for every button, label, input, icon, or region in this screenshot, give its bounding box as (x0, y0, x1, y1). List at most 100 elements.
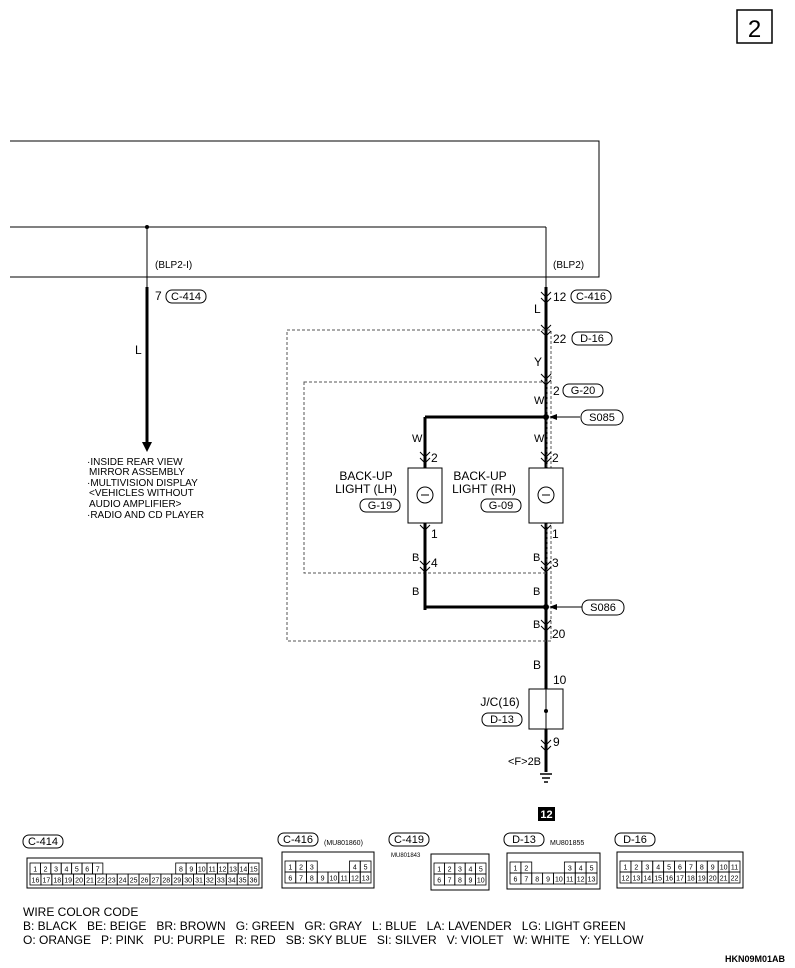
s085-tag-box (580, 409, 624, 426)
c414-cavity (247, 873, 260, 886)
dest-line6: ·RADIO AND CD PLAYER (87, 510, 204, 521)
d16-cavity-label: 7 (689, 865, 693, 872)
c416-cavity-label: 2 (299, 865, 303, 872)
dest-line2: MIRROR ASSEMBLY (89, 467, 185, 478)
c414-cavity-label: 2 (44, 867, 48, 874)
c414-cavity-label: 3 (54, 867, 58, 874)
dashed-harness-box-outer (286, 329, 552, 642)
d16-cavity-label: 20 (709, 876, 717, 883)
d13-tag-box (481, 712, 523, 727)
g09-tag-box (480, 498, 522, 513)
wire-color-b-rh2: B (533, 586, 540, 598)
wire-color-b-main1: B (533, 619, 540, 631)
s086-tag: S086 (590, 602, 616, 614)
c416-cavity-label: 3 (310, 865, 314, 872)
d16-cavity-label: 5 (667, 865, 671, 872)
c414-tag-box (165, 289, 207, 304)
c416-cavity (359, 871, 372, 884)
c416-tag-box (570, 289, 612, 304)
lh-bulb-icon (416, 486, 434, 504)
c414-cavity-label: 12 (219, 867, 227, 874)
page-number: 2 (748, 16, 761, 43)
c414-cavity-label: 23 (108, 878, 116, 885)
c416-view-tag: C-416 (283, 834, 313, 846)
c419-cavity (475, 873, 487, 886)
d16-cavity-label: 19 (698, 876, 706, 883)
c414-cavity-label: 5 (75, 867, 79, 874)
s085-dot (543, 414, 549, 420)
c414-cavity-label: 18 (53, 878, 61, 885)
wire-color-y: Y (534, 355, 542, 369)
d16-face (616, 851, 744, 889)
g20-tag: G-20 (571, 385, 595, 397)
c414-cavity-label: 26 (141, 878, 149, 885)
c414-cavity-label: 17 (42, 878, 50, 885)
c414-view-tag-box (22, 834, 64, 849)
left-circuit-label: (BLP2-I) (155, 260, 192, 271)
d16-pin: 22 (553, 332, 567, 346)
c414-cavity-label: 13 (229, 867, 237, 874)
c419-cavity-label: 9 (468, 878, 472, 885)
c419-cavity-label: 8 (458, 878, 462, 885)
s086-arrow (549, 604, 557, 610)
c416-cavity-label: 5 (364, 865, 368, 872)
rh-pin-j: 3 (552, 556, 559, 570)
c416-pin: 12 (553, 290, 567, 304)
s086-dot (543, 604, 549, 610)
c414-cavity-label: 35 (239, 878, 247, 885)
d16-cavity-label: 8 (700, 865, 704, 872)
d16-cavity-label: 13 (632, 876, 640, 883)
c414-cavity-label: 20 (75, 878, 83, 885)
wire-color-b-main2: B (533, 658, 541, 672)
c416-tag: C-416 (576, 291, 606, 303)
g19-tag-box (359, 498, 401, 513)
c419-cavity-label: 7 (448, 878, 452, 885)
c414-cavity-label: 34 (228, 878, 236, 885)
dest-line5: AUDIO AMPLIFIER> (89, 499, 182, 510)
c416-cavity-label: 10 (329, 876, 337, 883)
c414-cavity-label: 7 (96, 867, 100, 874)
d16-tag: D-16 (580, 333, 604, 345)
d13-cavity-label: 7 (524, 877, 528, 884)
c419-cavity-label: 6 (437, 878, 441, 885)
d16-cavity-label: 12 (622, 876, 630, 883)
legend-line1: B: BLACK BE: BEIGE BR: BROWN G: GREEN GR… (23, 919, 626, 933)
diagram-code: HKN09M01AB (725, 954, 786, 964)
d13-cavity-label: 6 (513, 877, 517, 884)
lh-pin-j: 4 (431, 556, 438, 570)
c416-part-number: (MU801860) (324, 840, 363, 847)
d13-cavity-label: 3 (568, 866, 572, 873)
c419-cavity-label: 4 (468, 867, 472, 874)
c414-cavity-label: 6 (85, 867, 89, 874)
g19-tag: G-19 (368, 500, 392, 512)
rh-title-2: LIGHT (RH) (452, 482, 516, 496)
c414-cavity-label: 11 (209, 867, 216, 874)
d13-cavity-label: 13 (588, 877, 596, 884)
c416-cavity-label: 4 (353, 865, 357, 872)
ground-id-box (538, 807, 555, 821)
d13-cavity (585, 872, 598, 885)
c414-cavity-label: 14 (239, 867, 247, 874)
d16-cavity-label: 16 (665, 876, 673, 883)
d16-cavity-label: 4 (656, 865, 660, 872)
c414-cavity-label: 9 (189, 867, 193, 874)
d16-cavity-label: 21 (720, 876, 728, 883)
wire-color-b-lh1: B (412, 552, 419, 564)
d16-view-tag: D-16 (623, 834, 647, 846)
d13-cavity-label: 8 (535, 877, 539, 884)
c414-cavity-label: 28 (162, 878, 170, 885)
d16-cavity-label: 14 (643, 876, 651, 883)
c416-view-tag-box (277, 832, 319, 847)
d13-view-tag-box (503, 832, 545, 847)
d16-cavity-label: 17 (676, 876, 684, 883)
dest-line1: ·INSIDE REAR VIEW (87, 457, 183, 468)
c414-cavity-label: 15 (250, 867, 258, 874)
d13-part-number: MU801855 (550, 840, 584, 847)
c416-cavity-label: 6 (288, 876, 292, 883)
c414-cavity-label: 24 (119, 878, 127, 885)
d16-cavity-label: 2 (634, 865, 638, 872)
c419-cavity-label: 10 (477, 878, 485, 885)
c414-cavity-label: 32 (206, 878, 214, 885)
c414-cavity-label: 19 (64, 878, 72, 885)
